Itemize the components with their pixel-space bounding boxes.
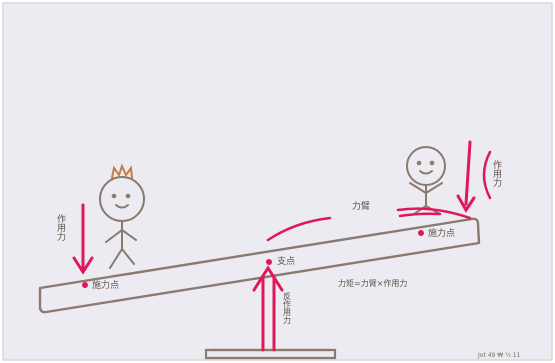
seesaw-plank <box>38 217 481 314</box>
left-figure <box>99 163 145 269</box>
reaction-force-arrow <box>252 265 284 352</box>
points <box>82 230 424 288</box>
right-point-label: 施力点 <box>428 227 455 239</box>
torque-formula: 力矩=力臂×作用力 <box>338 278 407 288</box>
arm-label: 力臂 <box>352 200 370 212</box>
right-force-arrow <box>456 140 476 213</box>
right-force-label: 作用力 <box>491 159 502 188</box>
load-point-dot <box>418 230 424 236</box>
reaction-force-label: 反作用力 <box>283 291 292 325</box>
fulcrum-dot <box>266 259 272 265</box>
left-point-label: 施力点 <box>92 279 119 291</box>
left-force-label: 作用力 <box>55 213 66 242</box>
effort-point-dot <box>82 282 88 288</box>
signature: Jot 49 ₩ ½ 11 <box>477 352 521 359</box>
seesaw-base <box>204 348 337 360</box>
fulcrum-label: 支点 <box>277 255 295 267</box>
pink-marks <box>266 150 492 242</box>
paper-background <box>3 3 552 360</box>
left-force-arrow <box>72 203 94 275</box>
